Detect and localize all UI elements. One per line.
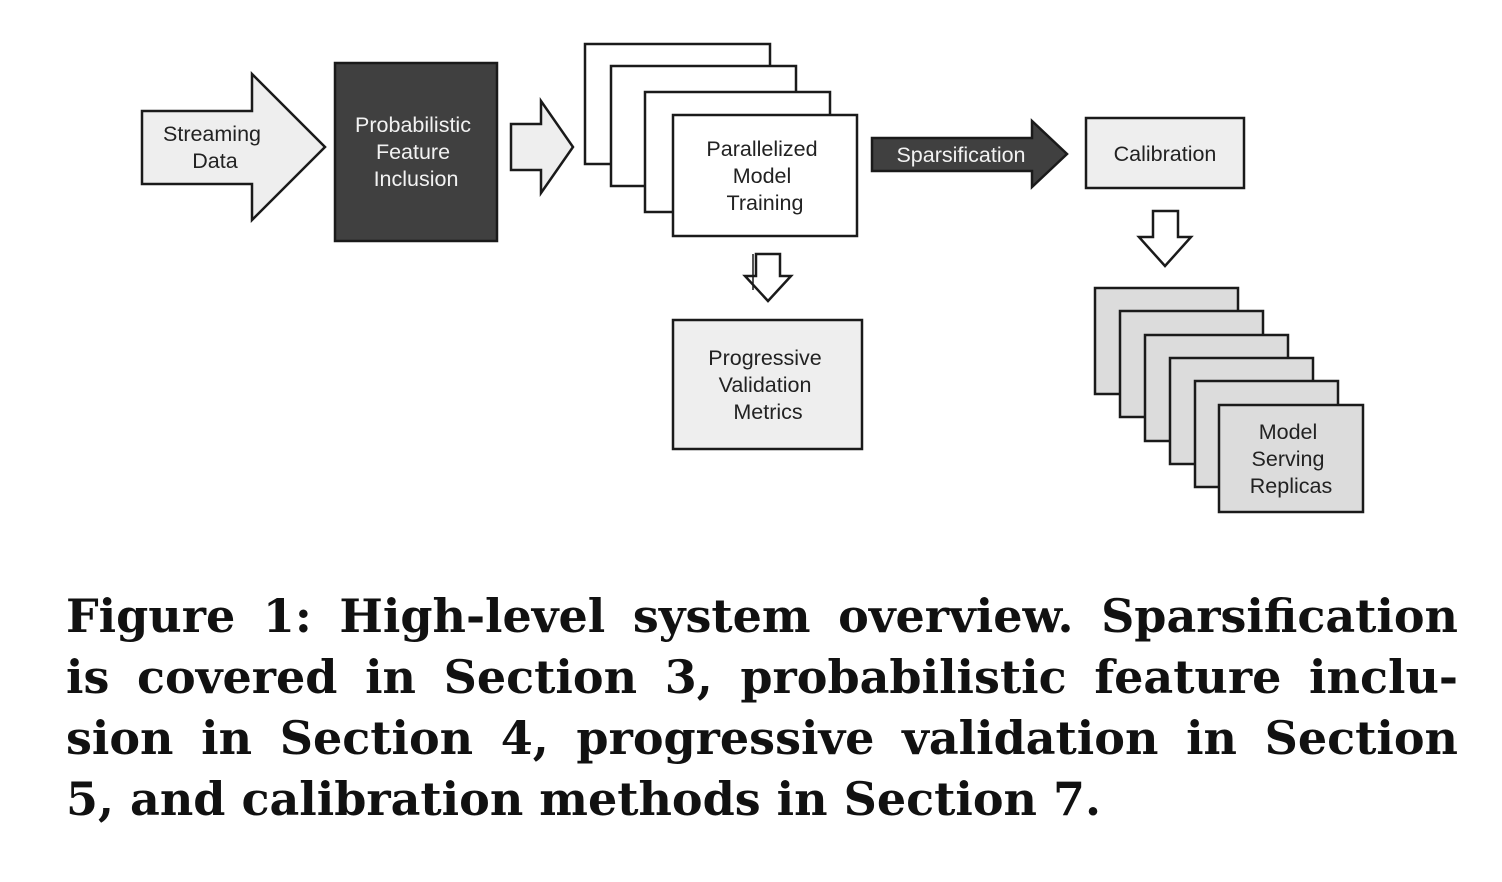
- streaming-data-arrow: [140, 70, 327, 224]
- arrow-to-training: [509, 97, 575, 197]
- down-arrow-to-metrics: [742, 252, 794, 303]
- progressive-validation-metrics-box: [671, 318, 864, 451]
- caption-line-1: Figure 1: High-level system overview. Sp…: [66, 589, 1458, 643]
- probabilistic-feature-inclusion-box: [333, 61, 499, 243]
- parallelized-model-training-box: [671, 113, 859, 238]
- streaming-data-label: Streaming Data: [163, 122, 267, 173]
- model-serving-replicas-label: Model Serving Replicas: [1250, 420, 1332, 498]
- figure-caption: Figure 1: High-level system overview. Sp…: [66, 586, 1458, 830]
- probabilistic-feature-inclusion-label: Probabilistic Feature Inclusion: [355, 113, 477, 191]
- model-serving-replicas-box: [1217, 403, 1365, 514]
- down-arrow-to-replicas: [1136, 209, 1194, 268]
- calibration-box: [1084, 116, 1246, 190]
- calibration-label: Calibration: [1114, 142, 1217, 166]
- parallelized-model-training-label: Parallelized Model Training: [706, 137, 823, 215]
- caption-line-2: is covered in Section 3, probabilistic f…: [66, 650, 1458, 704]
- caption-line-4: 5, and calibration methods in Section 7.: [66, 772, 1101, 826]
- system-overview-diagram: Streaming Data Probabilistic Feature Inc…: [140, 42, 1365, 514]
- progressive-validation-metrics-label: Progressive Validation Metrics: [708, 346, 828, 424]
- sparsification-label: Sparsification: [896, 143, 1025, 167]
- sparsification-arrow: [870, 118, 1069, 190]
- caption-line-3: sion in Section 4, progressive validatio…: [66, 711, 1458, 765]
